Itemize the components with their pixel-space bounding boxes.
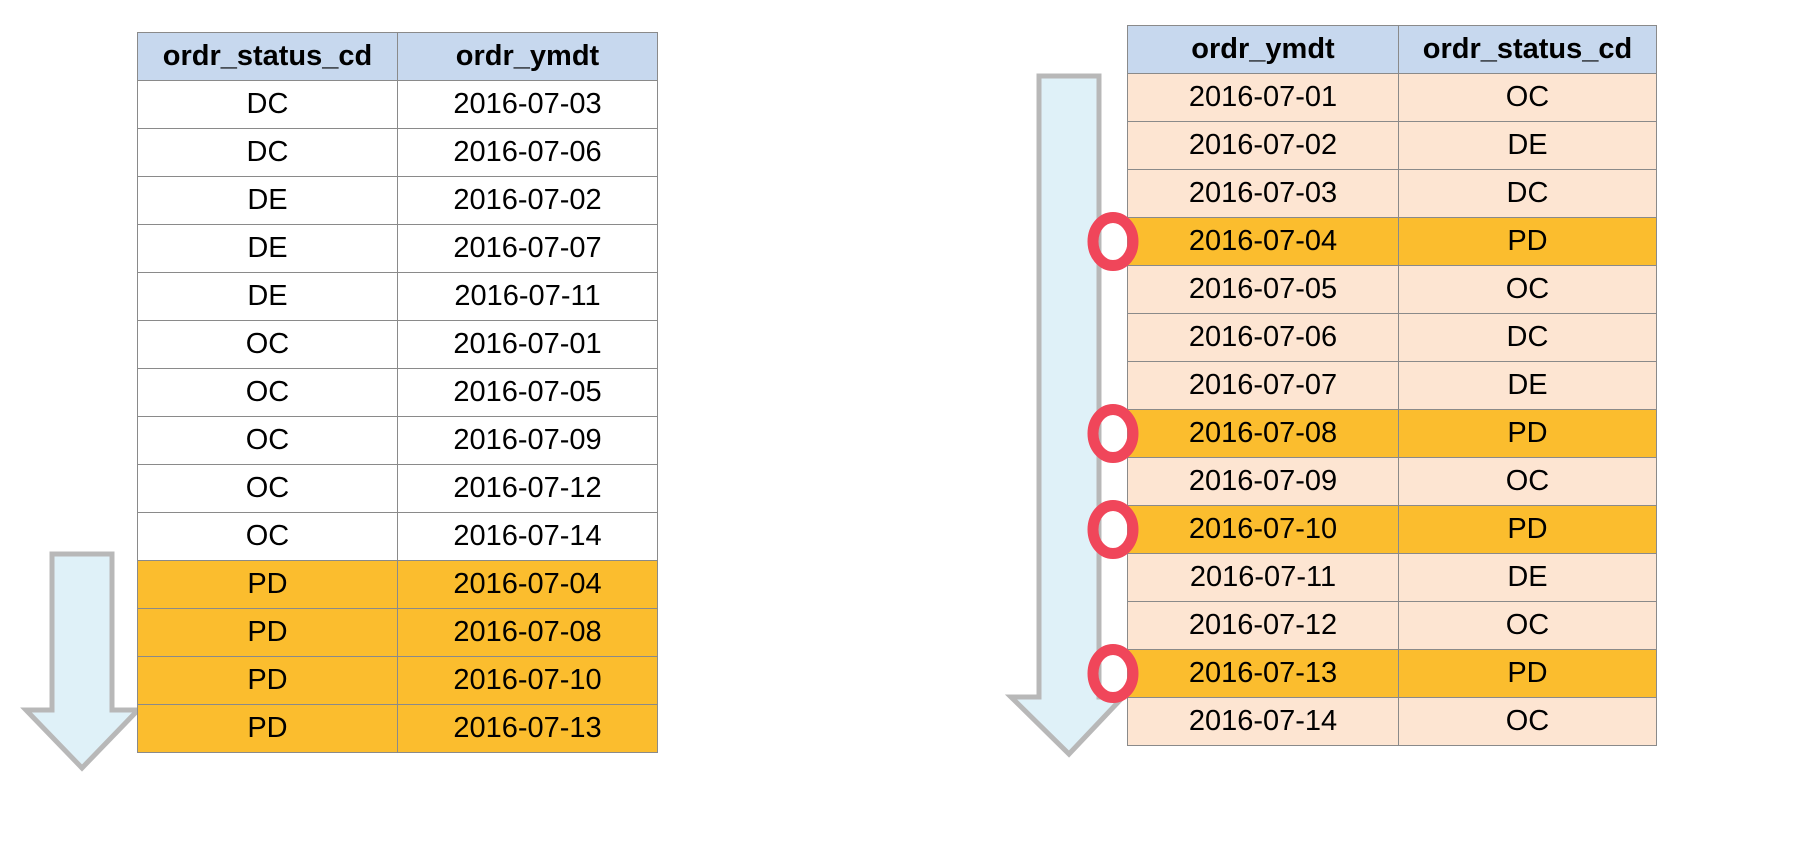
left-cell-a: DE [137,272,398,321]
right-cell-a: 2016-07-09 [1127,457,1399,506]
left-cell-a: PD [137,608,398,657]
left-scan-arrow-icon [20,551,144,772]
right-cell-b: OC [1398,265,1657,314]
right-cell-b: OC [1398,697,1657,746]
right-cell-a: 2016-07-03 [1127,169,1399,218]
circle-marker-icon [1087,644,1139,703]
right-cell-b: OC [1398,73,1657,122]
left-header-status: ordr_status_cd [137,32,398,81]
left-cell-a: OC [137,464,398,513]
left-cell-b: 2016-07-12 [397,464,658,513]
circle-marker-icon [1087,212,1139,271]
right-header-ymdt: ordr_ymdt [1127,25,1399,74]
left-cell-a: PD [137,704,398,753]
right-cell-b: DE [1398,361,1657,410]
left-cell-b: 2016-07-10 [397,656,658,705]
left-cell-b: 2016-07-08 [397,608,658,657]
left-cell-a: DC [137,80,398,129]
right-cell-a: 2016-07-04 [1127,217,1399,266]
left-cell-b: 2016-07-07 [397,224,658,273]
right-cell-b: DE [1398,553,1657,602]
left-table-header-row: ordr_status_cd ordr_ymdt [137,32,658,81]
right-header-status: ordr_status_cd [1398,25,1657,74]
right-cell-b: PD [1398,409,1657,458]
right-cell-a: 2016-07-01 [1127,73,1399,122]
right-cell-b: PD [1398,505,1657,554]
left-cell-b: 2016-07-03 [397,80,658,129]
right-cell-b: DC [1398,169,1657,218]
left-header-ymdt: ordr_ymdt [397,32,658,81]
left-cell-b: 2016-07-11 [397,272,658,321]
right-cell-b: OC [1398,457,1657,506]
right-cell-b: PD [1398,649,1657,698]
left-cell-a: OC [137,368,398,417]
left-cell-b: 2016-07-13 [397,704,658,753]
right-cell-b: DC [1398,313,1657,362]
right-cell-b: OC [1398,601,1657,650]
right-cell-a: 2016-07-08 [1127,409,1399,458]
right-cell-a: 2016-07-06 [1127,313,1399,362]
left-cell-b: 2016-07-06 [397,128,658,177]
left-cell-a: DC [137,128,398,177]
right-table-header-row: ordr_ymdt ordr_status_cd [1127,25,1657,74]
circle-marker-icon [1087,404,1139,463]
left-cell-a: PD [137,656,398,705]
right-cell-a: 2016-07-12 [1127,601,1399,650]
left-cell-a: OC [137,320,398,369]
left-cell-a: OC [137,416,398,465]
right-cell-a: 2016-07-14 [1127,697,1399,746]
right-cell-a: 2016-07-02 [1127,121,1399,170]
right-cell-b: DE [1398,121,1657,170]
left-cell-b: 2016-07-04 [397,560,658,609]
left-cell-b: 2016-07-14 [397,512,658,561]
left-cell-a: DE [137,176,398,225]
left-cell-b: 2016-07-02 [397,176,658,225]
right-cell-a: 2016-07-07 [1127,361,1399,410]
circle-marker-icon [1087,500,1139,559]
left-cell-a: DE [137,224,398,273]
right-cell-a: 2016-07-10 [1127,505,1399,554]
left-cell-a: PD [137,560,398,609]
